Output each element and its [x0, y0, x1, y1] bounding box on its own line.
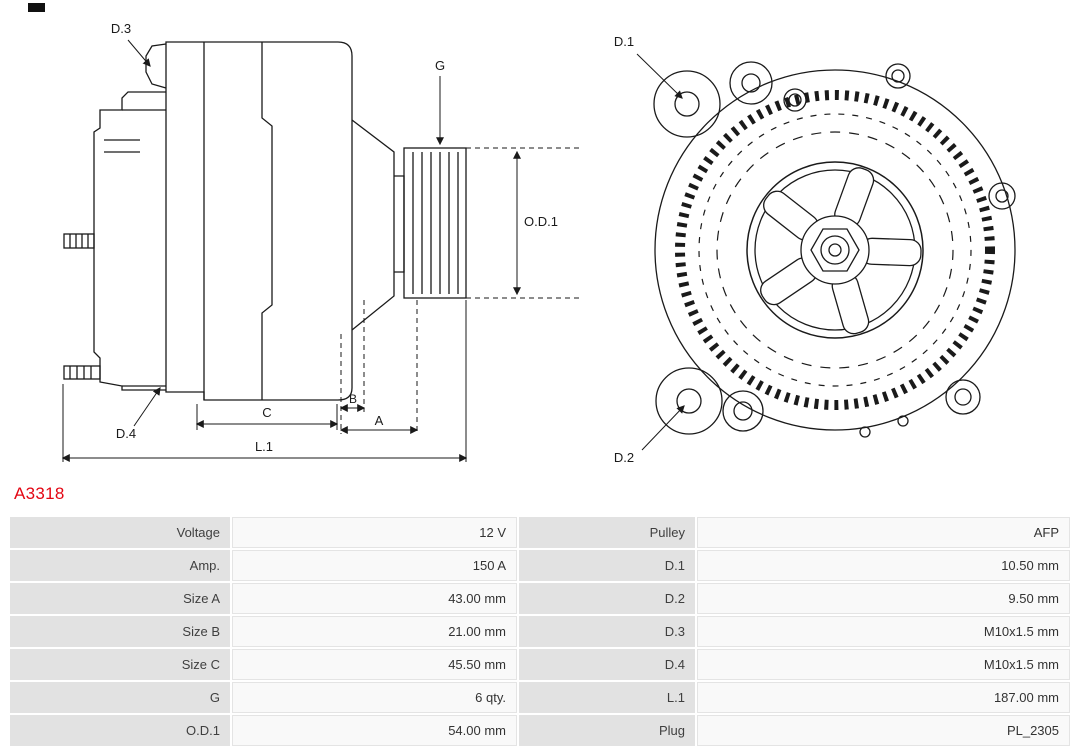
- ear-top-left-d1: [653, 70, 721, 138]
- spec-value: 54.00 mm: [232, 715, 517, 746]
- spec-label: O.D.1: [10, 715, 230, 746]
- label-d3: D.3: [111, 21, 131, 36]
- spec-value: M10x1.5 mm: [697, 616, 1070, 647]
- vent-slot-ring-outer: [698, 113, 972, 387]
- spec-value: 21.00 mm: [232, 616, 517, 647]
- spec-value: 6 qty.: [232, 682, 517, 713]
- spec-value: 9.50 mm: [697, 583, 1070, 614]
- spec-value: 150 A: [232, 550, 517, 581]
- label-a: A: [375, 413, 384, 428]
- ear-bottom-left-d2: [655, 367, 723, 435]
- part-number: A3318: [14, 484, 65, 503]
- spec-value: AFP: [697, 517, 1070, 548]
- spec-value: 43.00 mm: [232, 583, 517, 614]
- front-nose: [351, 119, 395, 331]
- label-b: B: [349, 392, 357, 406]
- spec-value: PL_2305: [697, 715, 1070, 746]
- spec-value: 12 V: [232, 517, 517, 548]
- pulley-side-view: [403, 147, 467, 299]
- spec-label: Pulley: [519, 517, 695, 548]
- label-d4: D.4: [116, 426, 136, 441]
- spec-label: G: [10, 682, 230, 713]
- spec-value: 45.50 mm: [232, 649, 517, 680]
- shaft-nut: [800, 215, 870, 285]
- serrated-ring: [675, 90, 995, 410]
- spec-label: Size B: [10, 616, 230, 647]
- label-g: G: [435, 58, 445, 73]
- housing-outline: [654, 69, 1016, 431]
- label-l1: L.1: [255, 439, 273, 454]
- spec-label: D.2: [519, 583, 695, 614]
- hole-d1: [674, 91, 700, 117]
- threaded-stud-d4: [63, 365, 101, 380]
- main-body-outline: [165, 41, 353, 401]
- side-view: [63, 41, 467, 401]
- side-view-dimensions: [61, 39, 580, 462]
- spec-label: Amp.: [10, 550, 230, 581]
- spec-label: Voltage: [10, 517, 230, 548]
- label-d2: D.2: [614, 450, 634, 465]
- spec-label: L.1: [519, 682, 695, 713]
- mounting-holes: [674, 69, 1009, 438]
- spec-label: Size A: [10, 583, 230, 614]
- vent-slot-ring-inner: [716, 131, 954, 369]
- front-view: [653, 61, 1016, 438]
- spec-value: 187.00 mm: [697, 682, 1070, 713]
- spec-value: 10.50 mm: [697, 550, 1070, 581]
- alternator-technical-drawing: D.3 D.4 G O.D.1 B A C L.1: [61, 21, 1016, 465]
- mounting-ear-d3: [145, 43, 167, 89]
- spec-label: Size C: [10, 649, 230, 680]
- label-c: C: [262, 405, 271, 420]
- corner-logo-mark: [28, 3, 45, 12]
- pulley-rim-outer: [746, 161, 924, 339]
- spec-label: D.3: [519, 616, 695, 647]
- rear-housing-outline: [93, 91, 166, 391]
- spec-table: Voltage 12 V Pulley AFP Amp. 150 A D.1 1…: [10, 517, 1070, 746]
- spec-label: D.4: [519, 649, 695, 680]
- front-view-dimensions: [636, 53, 685, 451]
- spec-label: D.1: [519, 550, 695, 581]
- spec-label: Plug: [519, 715, 695, 746]
- label-d1: D.1: [614, 34, 634, 49]
- spec-value: M10x1.5 mm: [697, 649, 1070, 680]
- terminal-stud: [63, 233, 95, 249]
- hole-d2: [676, 388, 702, 414]
- label-od1: O.D.1: [524, 214, 558, 229]
